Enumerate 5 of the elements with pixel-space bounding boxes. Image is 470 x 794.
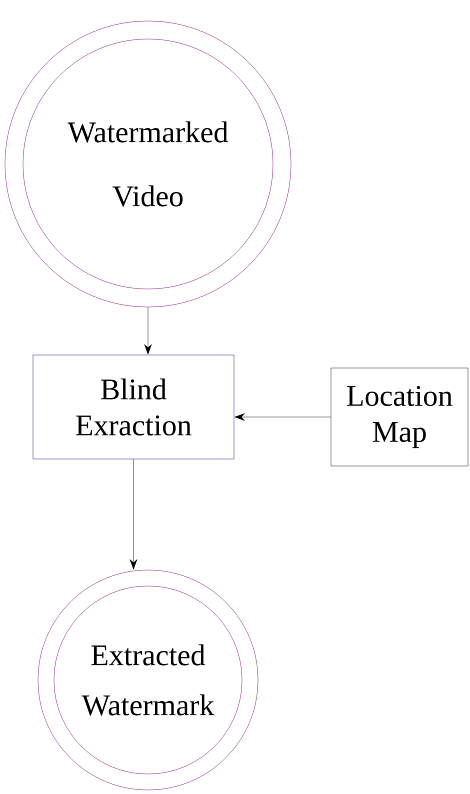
process-box: Location Map xyxy=(330,368,468,466)
arrow xyxy=(234,413,331,421)
arrow xyxy=(144,307,152,354)
arrow xyxy=(130,459,138,570)
process-box: Blind Exraction xyxy=(32,354,234,460)
